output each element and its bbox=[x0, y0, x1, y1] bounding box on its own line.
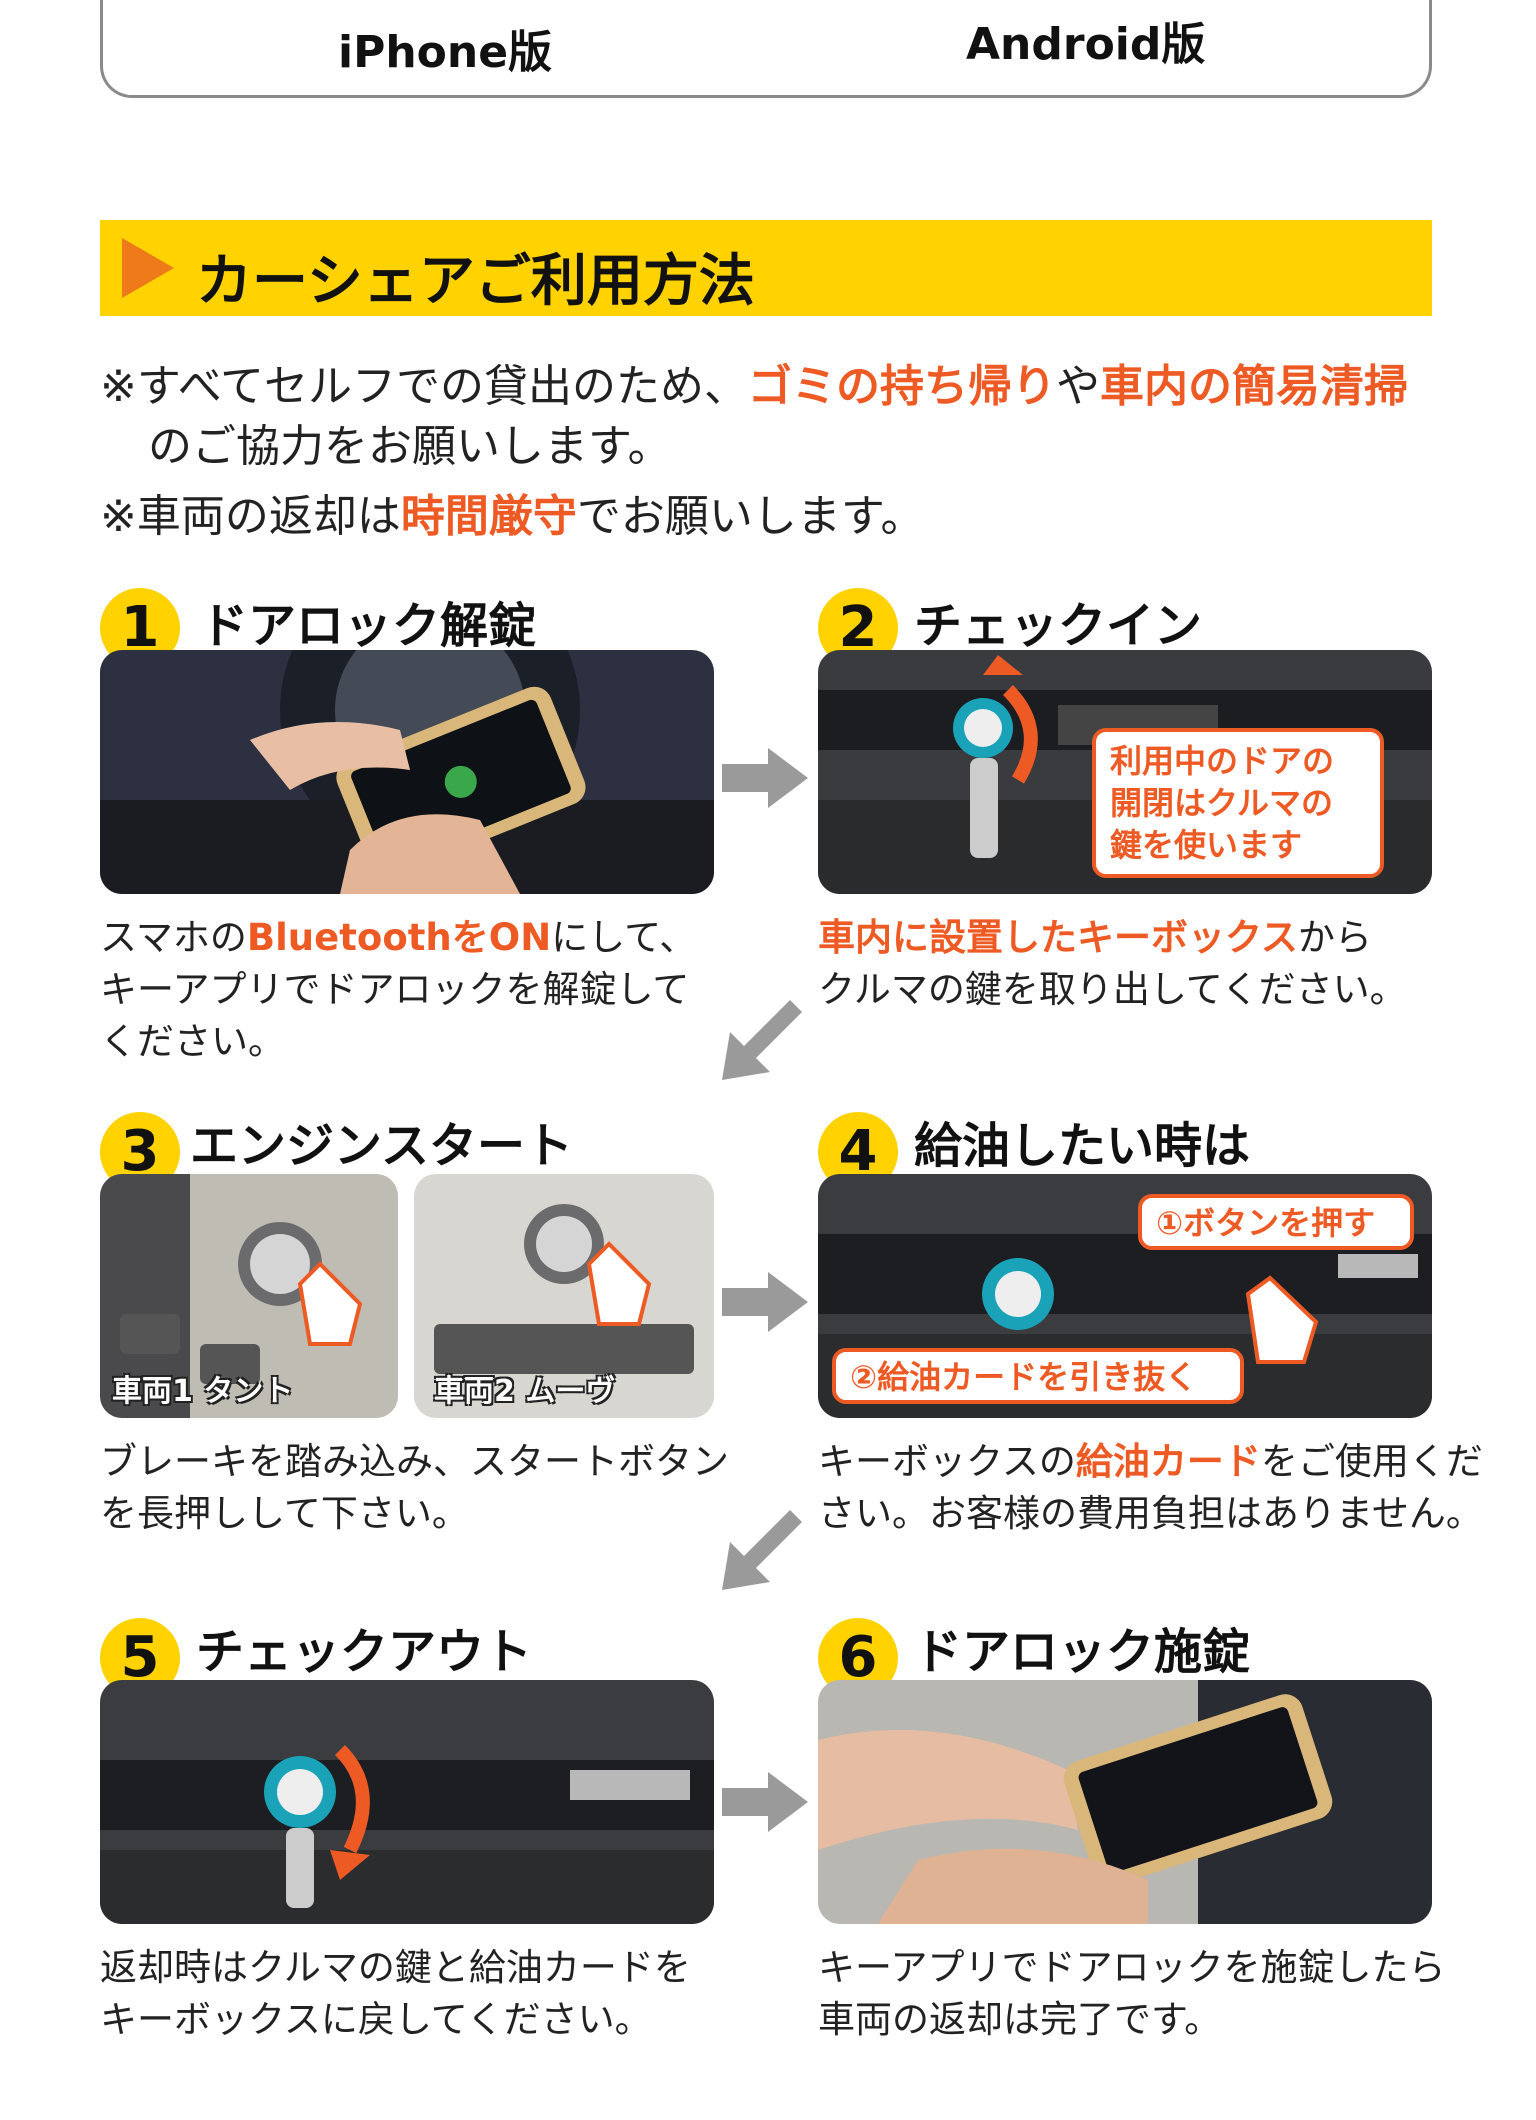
step-4-callout-button: ①ボタンを押す bbox=[1138, 1194, 1414, 1250]
arrow-down-left-icon bbox=[722, 1510, 802, 1590]
step-2-callout-line2: 開閉はクルマの bbox=[1110, 784, 1334, 822]
step-5-desc-line2: キーボックスに戻してください。 bbox=[100, 1998, 652, 2041]
step-2-desc-text-end: から bbox=[1297, 916, 1372, 959]
play-triangle-icon bbox=[122, 238, 174, 298]
step-1-desc-line3: ください。 bbox=[100, 1020, 285, 1063]
step-6-description: キーアプリでドアロックを施錠したら 車両の返却は完了です。 bbox=[818, 1942, 1446, 2046]
step-1-desc-highlight: BluetoothをON bbox=[246, 916, 552, 959]
arrow-right-icon bbox=[722, 748, 808, 808]
step-3-photo-right bbox=[414, 1174, 714, 1418]
note-1-highlight-garbage: ゴミの持ち帰り bbox=[748, 361, 1057, 412]
step-4-desc-text-end: をご使用くだ bbox=[1260, 1440, 1483, 1483]
step-1-desc-line2: キーアプリでドアロックを解錠して bbox=[100, 968, 690, 1011]
vehicle-2-label: 車両2 ムーヴ bbox=[434, 1374, 616, 1409]
note-1-highlight-cleaning: 車内の簡易清掃 bbox=[1100, 361, 1409, 412]
step-2-title: チェックイン bbox=[914, 598, 1203, 654]
note-1-text: ※すべてセルフでの貸出のため、 bbox=[100, 361, 749, 412]
step-5-title: チェックアウト bbox=[196, 1624, 533, 1680]
vehicle-1-label: 車両1 タント bbox=[112, 1374, 294, 1409]
step-5-description: 返却時はクルマの鍵と給油カードを キーボックスに戻してください。 bbox=[100, 1942, 691, 2046]
step-2-desc-highlight: 車内に設置したキーボックス bbox=[818, 916, 1298, 959]
arrow-right-icon bbox=[722, 1272, 808, 1332]
note-2-highlight: 時間厳守 bbox=[400, 491, 577, 542]
note-2: ※車両の返却は時間厳守でお願いします。 bbox=[100, 480, 924, 544]
step-1-photo bbox=[100, 650, 714, 894]
step-4-description: キーボックスの給油カードをご使用くだ さい。お客様の費用負担はありません。 bbox=[818, 1436, 1483, 1540]
iphone-button[interactable]: iPhone版 bbox=[338, 27, 553, 78]
step-2-desc-line2: クルマの鍵を取り出してください。 bbox=[818, 968, 1407, 1011]
note-2-text: ※車両の返却は bbox=[100, 491, 401, 542]
step-2-description: 車内に設置したキーボックスから クルマの鍵を取り出してください。 bbox=[818, 912, 1407, 1016]
step-3-desc-line1: ブレーキを踏み込み、スタートボタン bbox=[100, 1440, 729, 1483]
step-5-photo bbox=[100, 1680, 714, 1924]
step-1-desc-text-end: にして、 bbox=[551, 916, 697, 959]
step-2-callout: 利用中のドアの 開閉はクルマの 鍵を使います bbox=[1092, 728, 1384, 878]
step-3-title: エンジンスタート bbox=[190, 1118, 574, 1174]
step-3-description: ブレーキを踏み込み、スタートボタン を長押しして下さい。 bbox=[100, 1436, 729, 1540]
step-4-desc-highlight: 給油カード bbox=[1075, 1440, 1261, 1483]
step-6-desc-line2: 車両の返却は完了です。 bbox=[818, 1998, 1222, 2041]
step-4-desc-text: キーボックスの bbox=[818, 1440, 1076, 1483]
step-5-desc-line1: 返却時はクルマの鍵と給油カードを bbox=[100, 1946, 691, 1989]
section-title: カーシェアご利用方法 bbox=[196, 249, 755, 314]
step-6-photo bbox=[818, 1680, 1432, 1924]
step-1-title: ドアロック解錠 bbox=[200, 598, 537, 654]
android-button[interactable]: Android版 bbox=[966, 19, 1206, 70]
step-2-callout-line1: 利用中のドアの bbox=[1110, 742, 1335, 780]
note-2-text-end: でお願いします。 bbox=[576, 491, 925, 542]
arrow-right-icon bbox=[722, 1772, 808, 1832]
note-1: ※すべてセルフでの貸出のため、ゴミの持ち帰りや車内の簡易清掃 bbox=[100, 350, 1408, 414]
arrow-down-left-icon bbox=[722, 1000, 802, 1080]
note-1-line2: のご協力をお願いします。 bbox=[148, 421, 672, 472]
step-3-photo-left bbox=[100, 1174, 398, 1418]
section-header bbox=[100, 220, 1432, 316]
step-6-desc-line1: キーアプリでドアロックを施錠したら bbox=[818, 1946, 1446, 1989]
step-4-desc-line2: さい。お客様の費用負担はありません。 bbox=[818, 1492, 1483, 1535]
step-2-callout-line3: 鍵を使います bbox=[1110, 826, 1303, 864]
step-4-title: 給油したい時は bbox=[914, 1118, 1251, 1174]
step-1-description: スマホのBluetoothをONにして、 キーアプリでドアロックを解錠して くだ… bbox=[100, 912, 696, 1068]
note-1-text-mid: や bbox=[1056, 361, 1101, 412]
step-1-desc-text: スマホの bbox=[100, 916, 247, 959]
step-6-title: ドアロック施錠 bbox=[914, 1624, 1251, 1680]
step-3-desc-line2: を長押しして下さい。 bbox=[100, 1492, 469, 1535]
step-4-callout-card: ②給油カードを引き抜く bbox=[832, 1348, 1244, 1404]
store-buttons-panel bbox=[100, 0, 1432, 98]
